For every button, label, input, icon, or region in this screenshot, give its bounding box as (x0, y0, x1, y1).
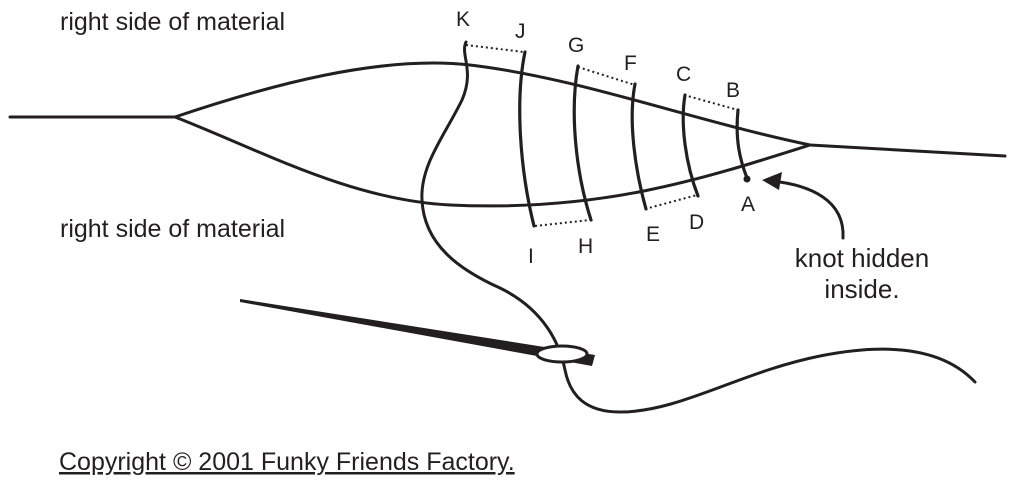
stitch-b-a (735, 108, 749, 180)
knot-dot (743, 175, 751, 183)
point-label-f: F (624, 52, 637, 75)
point-label-d: D (689, 211, 704, 234)
top-side-label: right side of material (60, 8, 285, 36)
dotted-stitch-i-h (534, 219, 591, 227)
point-label-j: J (515, 20, 526, 43)
dotted-stitch-k-j (465, 44, 525, 53)
annotation-line-1: knot hidden (795, 243, 929, 273)
point-label-c: C (676, 63, 691, 86)
copyright-notice: Copyright © 2001 Funky Friends Factory. (59, 448, 515, 476)
arrowhead (762, 172, 782, 190)
point-label-i: I (528, 245, 534, 268)
bottom-fabric-edge (173, 115, 812, 208)
stitch-j-i (518, 50, 536, 228)
bottom-side-label: right side of material (60, 215, 285, 243)
needle-eye (535, 344, 589, 364)
annotation-line-2: inside. (824, 274, 899, 304)
dotted-stitch-e-d (644, 194, 698, 210)
stitch-g-h (572, 64, 593, 222)
needle-shaft (240, 299, 595, 366)
stitch-c-d (681, 93, 700, 198)
point-label-b: B (726, 79, 740, 102)
top-fabric-edge (8, 61, 1007, 158)
stitch-f-e (630, 82, 648, 211)
annotation-arrow (770, 179, 845, 240)
point-label-a: A (741, 193, 755, 216)
dotted-stitch-c-b (683, 94, 739, 111)
point-label-g: G (568, 34, 584, 57)
point-label-k: K (456, 8, 470, 31)
point-label-e: E (646, 223, 660, 246)
point-label-h: H (578, 235, 593, 258)
